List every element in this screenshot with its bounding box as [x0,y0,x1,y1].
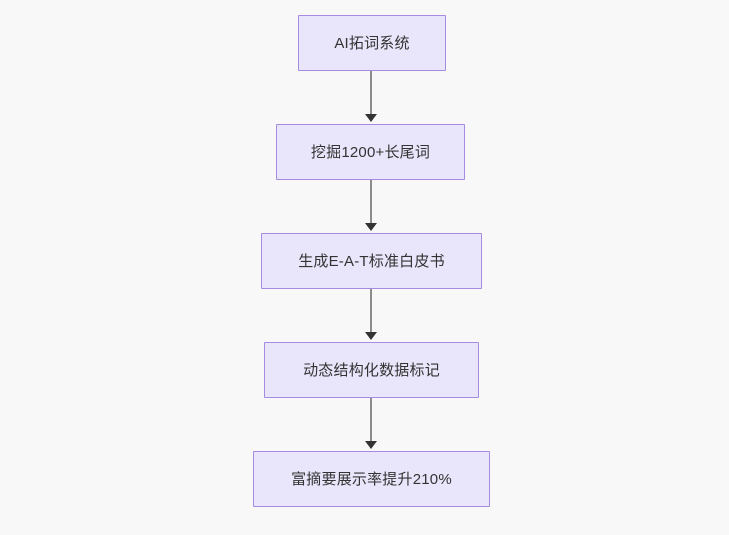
flow-node-label: 挖掘1200+长尾词 [310,143,431,161]
flow-node-rich-snippet-rate-increase[interactable]: 富摘要展示率提升210% [253,451,490,507]
flow-edge-2-3 [370,180,372,225]
flow-node-label: 生成E-A-T标准白皮书 [298,252,445,270]
flow-node-ai-keyword-system[interactable]: AI拓词系统 [298,15,446,71]
flow-node-mine-longtail-keywords[interactable]: 挖掘1200+长尾词 [276,124,465,180]
flow-node-label: 动态结构化数据标记 [303,361,440,379]
flow-node-label: AI拓词系统 [334,34,410,52]
flow-node-dynamic-structured-data-markup[interactable]: 动态结构化数据标记 [264,342,479,398]
flow-edge-4-5 [370,398,372,443]
flow-edge-1-2 [370,71,372,116]
flow-arrowhead-2-3 [365,223,377,231]
flow-node-label: 富摘要展示率提升210% [291,470,452,488]
flow-arrowhead-3-4 [365,332,377,340]
flow-node-generate-eat-whitepaper[interactable]: 生成E-A-T标准白皮书 [261,233,482,289]
flow-arrowhead-4-5 [365,441,377,449]
flow-edge-3-4 [370,289,372,334]
flow-arrowhead-1-2 [365,114,377,122]
